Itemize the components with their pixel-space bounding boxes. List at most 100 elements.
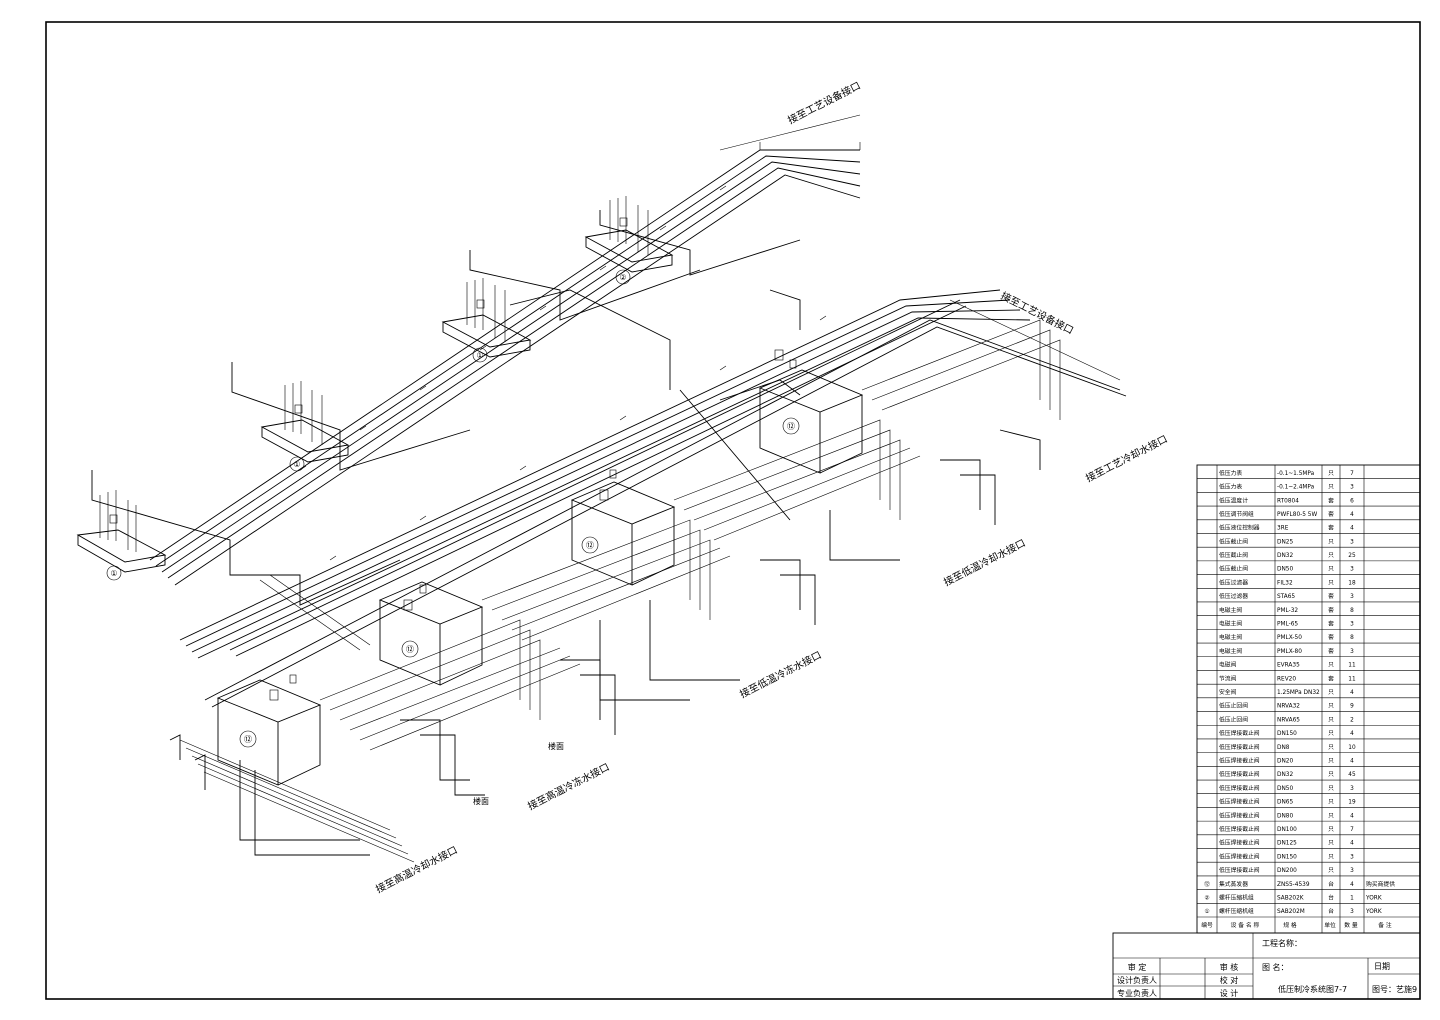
table-cell-unit: 只: [1328, 689, 1334, 696]
unit-marker-12d: ⑫: [782, 417, 800, 435]
table-cell-unit: 套: [1328, 674, 1334, 682]
unit-markers: ① ① ① ② ⑫ ⑫ ⑫ ⑫: [106, 269, 800, 748]
table-cell-qty: 7: [1350, 471, 1354, 477]
table-cell-spec: DN50: [1277, 567, 1293, 573]
table-cell-spec: STA65: [1277, 594, 1295, 600]
table-cell-qty: 3: [1350, 567, 1354, 573]
piping-isometric-diagram: [76, 114, 1127, 863]
table-cell-name: 电磁主阀: [1219, 633, 1242, 641]
table-cell-name: 低压焊接截止阀: [1219, 756, 1260, 764]
table-cell-qty: 3: [1350, 539, 1354, 545]
svg-text:①: ①: [293, 460, 300, 469]
table-cell-spec: 3RE: [1277, 526, 1289, 532]
table-cell-qty: 3: [1350, 909, 1354, 915]
table-cell-qty: 4: [1350, 813, 1354, 819]
table-cell-unit: 只: [1328, 771, 1334, 778]
table-cell-qty: 25: [1348, 553, 1356, 559]
svg-text:②: ②: [619, 273, 626, 282]
table-cell-unit: 套: [1328, 524, 1334, 532]
table-cell-unit: 只: [1328, 812, 1334, 819]
table-row: 安全阀 1.25MPa DN32 只 4: [1219, 688, 1354, 696]
table-cell-qty: 45: [1348, 772, 1356, 778]
table-cell-unit: 套: [1328, 620, 1334, 628]
drawing-title: 低压制冷系统图7-7: [1278, 984, 1347, 994]
table-cell-name: 低压止回阀: [1219, 715, 1248, 723]
floor-label-1: 楼面: [548, 741, 564, 751]
table-cell-spec: EVRA35: [1277, 663, 1300, 669]
svg-text:编号: 编号: [1201, 921, 1213, 929]
table-cell-remark: YORK: [1365, 895, 1382, 901]
table-cell-qty: 4: [1350, 526, 1354, 532]
connection-label-top: 接至工艺设备接口: [785, 79, 862, 127]
table-cell-name: 低压焊接截止阀: [1219, 784, 1260, 792]
table-cell-no: ⑫: [1204, 880, 1210, 888]
table-cell-qty: 18: [1348, 580, 1356, 586]
table-cell-spec: DN125: [1277, 841, 1297, 847]
table-cell-qty: 11: [1348, 676, 1356, 682]
table-header: 编号 设 备 名 称 规 格 单位 数 量 备 注: [1201, 921, 1392, 929]
table-cell-name: 低压过滤器: [1219, 592, 1248, 600]
table-cell-name: 安全阀: [1219, 688, 1237, 696]
table-cell-unit: 只: [1328, 799, 1334, 806]
table-cell-qty: 8: [1350, 635, 1354, 641]
table-cell-qty: 4: [1350, 690, 1354, 696]
svg-text:设计负责人: 设计负责人: [1117, 975, 1157, 985]
table-cell-name: 低压温度计: [1219, 496, 1248, 504]
svg-text:专业负责人: 专业负责人: [1117, 988, 1157, 998]
table-cell-spec: 1.25MPa DN32: [1277, 690, 1320, 696]
table-cell-unit: 只: [1328, 826, 1334, 833]
connection-label-lowtemp-chill: 接至低温冷冻水接口: [737, 648, 823, 700]
table-cell-name: 低压液位控制器: [1219, 524, 1260, 532]
table-cell-name: 低压焊接截止阀: [1219, 798, 1260, 806]
table-cell-name: 低压焊接截止阀: [1219, 770, 1260, 778]
unit-marker-2: ②: [615, 269, 631, 285]
table-cell-spec: DN25: [1277, 539, 1293, 545]
drawing-number: 图号：艺施9: [1372, 984, 1417, 994]
table-cell-unit: 只: [1328, 867, 1334, 874]
table-cell-qty: 3: [1350, 594, 1354, 600]
table-cell-spec: -0.1~2.4MPa: [1277, 485, 1315, 491]
table-cell-unit: 只: [1328, 566, 1334, 573]
table-cell-unit: 套: [1328, 510, 1334, 518]
table-cell-qty: 7: [1350, 827, 1354, 833]
table-cell-unit: 台: [1328, 880, 1334, 888]
title-block: 审 定 审 核 设计负责人 校 对 专业负责人 设 计 工程名称： 图 名： 低…: [1112, 932, 1421, 1000]
table-cell-qty: 4: [1350, 882, 1354, 888]
connection-label-mid-top: 接至工艺设备接口: [999, 289, 1076, 337]
table-cell-name: 低压焊接截止阀: [1219, 825, 1260, 833]
svg-text:备 注: 备 注: [1378, 921, 1392, 929]
table-cell-unit: 套: [1328, 633, 1334, 641]
table-cell-qty: 9: [1350, 704, 1354, 710]
table-cell-qty: 3: [1350, 786, 1354, 792]
svg-text:①: ①: [110, 569, 117, 578]
table-cell-unit: 套: [1328, 496, 1334, 504]
table-cell-spec: PMLX-80: [1277, 649, 1302, 655]
table-cell-unit: 只: [1328, 552, 1334, 559]
table-cell-spec: PML-65: [1277, 622, 1298, 628]
table-cell-qty: 2: [1350, 717, 1354, 723]
table-cell-unit: 只: [1328, 744, 1334, 751]
project-label: 工程名称：: [1262, 938, 1302, 948]
table-cell-spec: DN32: [1277, 553, 1293, 559]
svg-text:单位: 单位: [1324, 921, 1336, 929]
svg-text:⑫: ⑫: [787, 422, 795, 431]
table-cell-qty: 11: [1348, 663, 1356, 669]
table-cell-name: 电磁主阀: [1219, 620, 1242, 628]
table-cell-no: ①: [1204, 908, 1209, 915]
table-cell-unit: 只: [1328, 484, 1334, 491]
table-cell-qty: 6: [1350, 498, 1354, 504]
table-cell-name: 低压力表: [1219, 483, 1242, 491]
table-cell-qty: 3: [1350, 649, 1354, 655]
